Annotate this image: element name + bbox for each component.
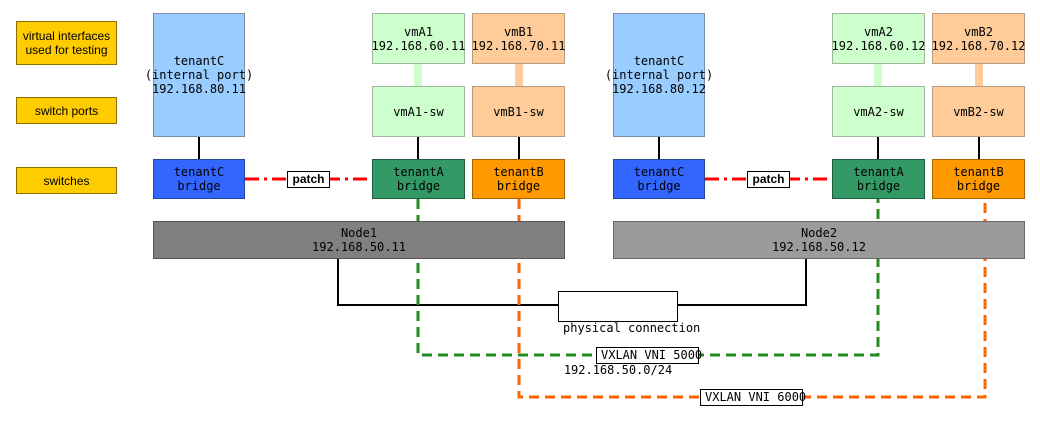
node1-tenantA-bridge-line1: tenantA [393, 165, 444, 179]
node1-patch-label: patch [287, 171, 330, 188]
vmB2-switch-port: vmB2-sw [932, 86, 1025, 137]
node1-tenantC-port-line2: (internal port) [144, 68, 254, 82]
node1-tenantB-bridge-line2: bridge [496, 179, 541, 193]
vmB1-interface: vmB1 192.168.70.11 [472, 13, 565, 64]
physical-connection-label: physical connection 192.168.50.0/24 [558, 291, 700, 377]
vmB1-switch-port: vmB1-sw [472, 86, 565, 137]
vmA1-switch-port: vmA1-sw [372, 86, 465, 137]
node2-tenantA-bridge: tenantA bridge [832, 159, 925, 199]
vmA2-name: vmA2 [864, 24, 893, 39]
vmB1-ip: 192.168.70.11 [471, 38, 566, 53]
vxlan-vni-6000-label: VXLAN VNI 6000 [700, 389, 806, 406]
node2-tenantB-bridge: tenantB bridge [932, 159, 1025, 199]
legend-virtual-interfaces-label: virtual interfaces used for testing [22, 29, 111, 57]
node2-host: Node2 192.168.50.12 [613, 221, 1025, 259]
node1-tenantB-bridge: tenantB bridge [472, 159, 565, 199]
vmB2-interface: vmB2 192.168.70.12 [932, 13, 1025, 64]
node1-tenantC-bridge-line1: tenantC [173, 165, 225, 179]
node1-name: Node1 [340, 226, 378, 240]
vmA1-interface: vmA1 192.168.60.11 [372, 13, 465, 64]
node1-tenantA-bridge: tenantA bridge [372, 159, 465, 199]
node2-tenantC-bridge-line2: bridge [637, 179, 681, 193]
vmB2-sw-label: vmB2-sw [953, 104, 1004, 119]
node1-tenantB-bridge-line1: tenantB [493, 165, 544, 179]
legend-switch-ports-label: switch ports [34, 103, 99, 118]
vmA1-ip: 192.168.60.11 [371, 38, 466, 53]
node2-tenantA-bridge-line1: tenantA [853, 165, 904, 179]
node1-tenantC-bridge-line2: bridge [177, 179, 221, 193]
node2-tenantC-port-line2: (internal port) [604, 68, 714, 82]
node2-tenantC-bridge: tenantC bridge [613, 159, 705, 199]
vmA1-sw-label: vmA1-sw [393, 104, 444, 119]
vmB1-name: vmB1 [504, 24, 533, 39]
legend-switches-label: switches [43, 173, 90, 188]
node1-tenantC-internal-port: tenantC (internal port) 192.168.80.11 [145, 13, 253, 137]
node2-tenantC-port-ip: 192.168.80.12 [612, 82, 706, 96]
vmB1-sw-label: vmB1-sw [493, 104, 544, 119]
node2-tenantB-bridge-line1: tenantB [953, 165, 1004, 179]
legend-virtual-interfaces: virtual interfaces used for testing [16, 21, 117, 65]
vmA1-name: vmA1 [404, 24, 433, 39]
vmB2-ip: 192.168.70.12 [931, 38, 1026, 53]
node1-tenantC-port-ip: 192.168.80.11 [152, 82, 246, 96]
node2-name: Node2 [800, 226, 838, 240]
node2-ip: 192.168.50.12 [772, 240, 866, 254]
physical-connection-subnet: 192.168.50.0/24 [563, 363, 673, 377]
vmB2-name: vmB2 [964, 24, 993, 39]
node1-tenantC-port-line1: tenantC [173, 54, 225, 68]
vmA2-ip: 192.168.60.12 [831, 38, 926, 53]
vxlan-vni-5000-label: VXLAN VNI 5000 [596, 347, 702, 364]
node2-tenantB-bridge-line2: bridge [956, 179, 1001, 193]
node2-tenantA-bridge-line2: bridge [856, 179, 901, 193]
node1-tenantA-bridge-line2: bridge [396, 179, 441, 193]
node2-tenantC-port-line1: tenantC [633, 54, 685, 68]
node1-ip: 192.168.50.11 [312, 240, 406, 254]
physical-connection-line1: physical connection [563, 321, 701, 335]
node1-tenantC-bridge: tenantC bridge [153, 159, 245, 199]
node2-patch-label: patch [747, 171, 790, 188]
node1-host: Node1 192.168.50.11 [153, 221, 565, 259]
node2-tenantC-internal-port: tenantC (internal port) 192.168.80.12 [605, 13, 713, 137]
vmA2-interface: vmA2 192.168.60.12 [832, 13, 925, 64]
node2-tenantC-bridge-line1: tenantC [633, 165, 685, 179]
legend-switch-ports: switch ports [16, 97, 117, 124]
legend-switches: switches [16, 167, 117, 194]
vmA2-switch-port: vmA2-sw [832, 86, 925, 137]
vxlan-b-line [517, 199, 987, 399]
vmA2-sw-label: vmA2-sw [853, 104, 904, 119]
